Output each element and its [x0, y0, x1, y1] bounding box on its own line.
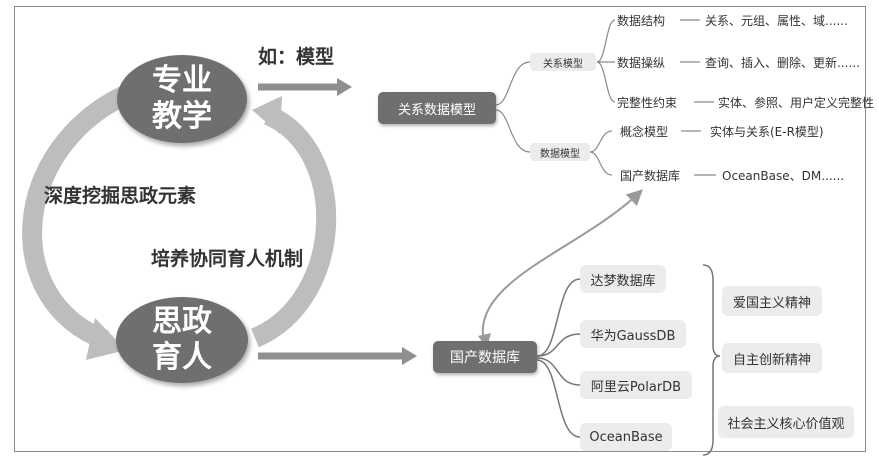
right-arc-arrowhead [252, 96, 282, 134]
branch-relational-model: 关系模型 [530, 53, 596, 71]
relational-tree-lines [495, 19, 716, 176]
detail-data-structure: 关系、元组、属性、域...... [705, 14, 848, 28]
db-polardb: 阿里云PolarDB [580, 371, 692, 399]
domestic-tree-lines [536, 278, 581, 438]
left-arc-arrowhead [86, 318, 126, 360]
link-arrow [481, 189, 643, 343]
item-data-manipulation: 数据操纵 [617, 56, 666, 70]
branch-data-model: 数据模型 [530, 143, 590, 161]
circle-bottom-label: 思政育人 [152, 304, 212, 375]
db-dameng: 达梦数据库 [580, 265, 666, 293]
item-conceptual-model: 概念模型 [620, 125, 669, 139]
detail-integrity-constraint: 实体、参照、用户定义完整性 [718, 96, 875, 110]
db-gaussdb: 华为GaussDB [580, 320, 686, 348]
detail-data-manipulation: 查询、插入、删除、更新...... [705, 56, 860, 70]
example-label: 如：模型 [258, 46, 335, 68]
item-integrity-constraint: 完整性约束 [617, 96, 678, 110]
item-data-structure: 数据结构 [617, 14, 666, 28]
arc-right-label: 培养协同育人机制 [151, 248, 304, 270]
brace-left [702, 264, 721, 456]
detail-conceptual-model: 实体与关系(E-R模型) [710, 125, 824, 139]
db-oceanbase: OceanBase [580, 423, 672, 451]
circle-ideological-education: 思政育人 [116, 297, 248, 383]
diagram-frame [14, 6, 866, 452]
value-socialist-core: 社会主义核心价值观 [718, 406, 854, 438]
value-innovation: 自主创新精神 [722, 343, 822, 373]
circle-professional-teaching: 专业教学 [117, 55, 247, 143]
left-arc-arrow [22, 85, 130, 350]
bottom-arrow-head [402, 347, 417, 365]
relational-model-root: 关系数据模型 [378, 92, 496, 124]
top-arrow-head [337, 78, 352, 96]
arc-left-label: 深度挖掘思政元素 [44, 185, 197, 207]
right-arc-arrow [250, 105, 337, 348]
item-domestic-database: 国产数据库 [620, 169, 681, 183]
detail-domestic-database: OceanBase、DM...... [722, 169, 845, 183]
circle-top-label: 专业教学 [152, 63, 212, 134]
domestic-database-root: 国产数据库 [433, 341, 537, 373]
value-patriotism: 爱国主义精神 [722, 286, 822, 316]
